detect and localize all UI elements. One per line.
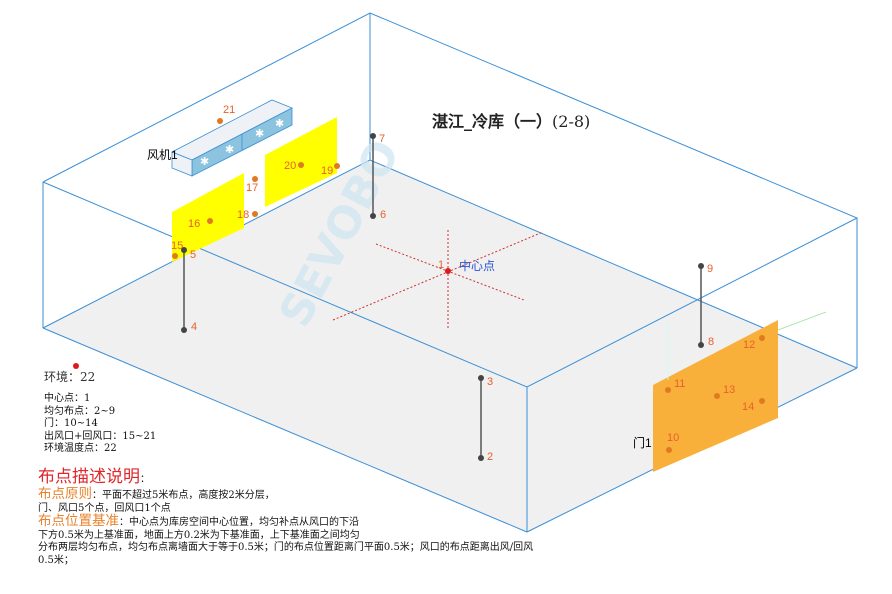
basis-text-4: 0.5米； (38, 554, 74, 566)
sensor-point-label: 15 (171, 240, 183, 252)
sensor-point (665, 387, 671, 393)
sensor-point-label: 13 (723, 384, 735, 396)
heading-colon: ： (140, 474, 150, 485)
sensor-point-label: 4 (191, 321, 197, 333)
sensor-point-label: 18 (237, 209, 249, 221)
fan-label: 风机1 (147, 148, 178, 162)
basis-text-2: 下方0.5米为上基准面，地面上方0.2米为下基准面，上下基准面之间均匀 (38, 529, 360, 541)
sensor-point (759, 335, 765, 341)
sensor-point-label: 20 (284, 160, 296, 172)
basis-title: 布点位置基准 (38, 513, 119, 529)
sensor-point-label: 21 (223, 104, 235, 116)
description-heading: 布点描述说明 (38, 467, 140, 487)
sensor-point-label: 11 (674, 378, 685, 390)
sensor-point-label: 9 (707, 263, 713, 275)
environment-label: 环境：22 (44, 370, 96, 384)
sensor-poles (183, 136, 702, 458)
svg-text:✱: ✱ (200, 155, 209, 168)
description: 布点描述说明： 布点原则：平面不超过5米布点，高度按2米分层， 门、风口5个点，… (38, 466, 558, 567)
legend-item: 中心点：1 (44, 393, 91, 404)
sensor-point (698, 342, 704, 348)
basis-text: ：中心点为库房空间中心位置，均匀补点从风口的下沿 (119, 517, 359, 528)
environment-point (73, 363, 79, 369)
basis-text-3: 分布两层均匀布点，均匀布点离墙面大于等于0.5米；门的布点位置距离门平面0.5米… (38, 542, 534, 553)
sensor-point (217, 118, 223, 124)
sensor-point (207, 218, 213, 224)
svg-text:✱: ✱ (275, 117, 284, 130)
sensor-point (666, 447, 672, 453)
sensor-point (181, 247, 187, 253)
sensor-point-label: 12 (743, 339, 755, 351)
sensor-point (172, 253, 178, 259)
sensor-point-label: 10 (667, 432, 679, 444)
sensor-point (445, 268, 451, 274)
sensor-point (370, 133, 376, 139)
title-range: (2-8) (552, 112, 591, 131)
sensor-point-label: 16 (188, 218, 200, 230)
principle-title: 布点原则 (38, 486, 92, 502)
fan-icons: ✱ ✱ ✱ ✱ (200, 117, 284, 168)
principle-text-2: 门、风口5个点，回风口1个点 (38, 502, 171, 514)
sensor-point-label: 7 (379, 133, 385, 145)
sensor-point-label: 14 (742, 401, 754, 413)
legend-item: 均匀布点：2~9 (44, 405, 116, 417)
sensor-point (334, 163, 340, 169)
center-crosshair (332, 230, 544, 330)
center-label: 中心点 (459, 259, 496, 273)
legend-item: 出风口+回风口：15~21 (44, 430, 157, 442)
sensor-point-label: 5 (190, 249, 196, 261)
legend: 中心点：1 均匀布点：2~9 门：10~14 出风口+回风口：15~21 环境温… (44, 393, 156, 456)
principle-text: ：平面不超过5米布点，高度按2米分层， (92, 490, 275, 501)
title-main: 湛江_冷库（一） (432, 112, 553, 131)
sensor-point-label: 3 (487, 376, 493, 388)
sensor-point-label: 1 (438, 259, 444, 271)
sensor-point (181, 327, 187, 333)
sensor-point-label: 2 (487, 451, 493, 463)
legend-item: 门：10~14 (44, 418, 98, 429)
sensor-point-label: 8 (708, 336, 714, 348)
vent-panel-left (172, 173, 244, 262)
door-label: 门1 (633, 436, 652, 450)
svg-text:✱: ✱ (255, 127, 264, 140)
sensor-point (370, 213, 376, 219)
sensor-point (759, 398, 765, 404)
sensor-point (714, 393, 720, 399)
legend-item: 环境温度点：22 (44, 443, 117, 454)
sensor-point-label: 19 (321, 165, 333, 177)
sensor-point (698, 263, 704, 269)
sensor-point (478, 455, 484, 461)
sensor-point (252, 211, 258, 217)
fan-unit (171, 99, 293, 177)
sensor-point-label: 17 (246, 182, 258, 194)
svg-text:✱: ✱ (225, 143, 234, 156)
sensor-point (478, 375, 484, 381)
sensor-point (252, 176, 258, 182)
diagram-title: 湛江_冷库（一）(2-8) (432, 108, 590, 132)
sensor-point-label: 6 (380, 209, 386, 221)
sensor-point (298, 162, 304, 168)
